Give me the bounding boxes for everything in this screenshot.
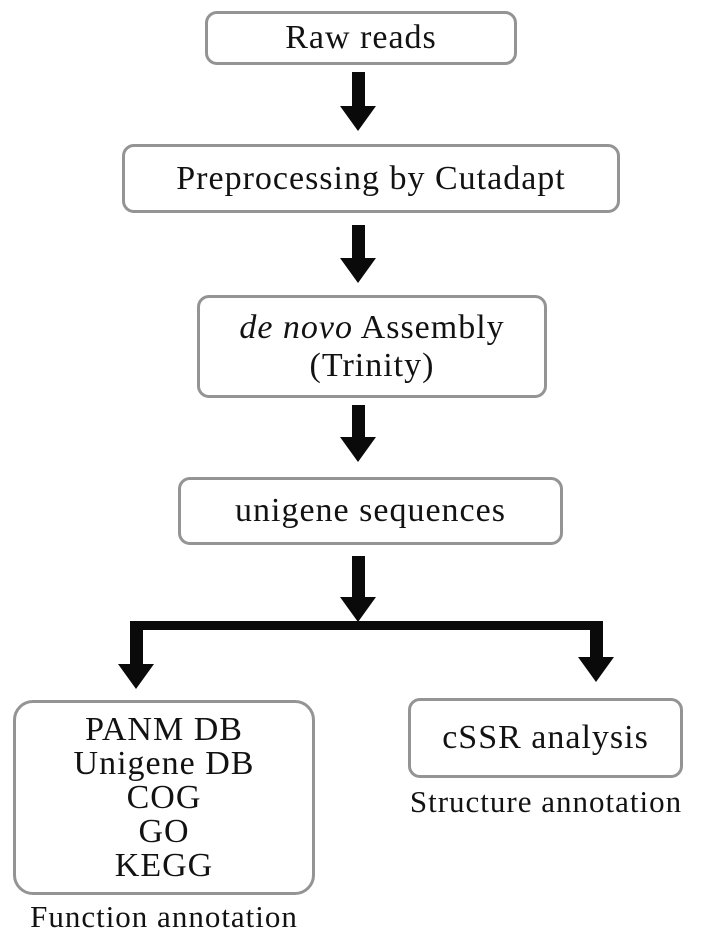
arrow-down-icon (340, 225, 376, 283)
arrow-head (340, 258, 376, 283)
arrow-head (118, 664, 154, 689)
arrow-down-icon (340, 405, 376, 462)
arrow-down-icon (340, 72, 376, 131)
node-preprocessing: Preprocessing by Cutadapt (122, 144, 620, 213)
arrow-shaft (351, 225, 365, 258)
db-line-go: GO (138, 812, 190, 850)
node-cssr-analysis-label: cSSR analysis (442, 719, 649, 757)
db-line-panm: PANM DB (85, 710, 243, 748)
node-assembly-line1-italic: de novo (239, 309, 354, 347)
db-line-unigene: Unigene DB (73, 744, 255, 782)
arrow-head (340, 106, 376, 131)
arrow-down-icon (340, 556, 376, 622)
node-assembly: de novo Assembly (Trinity) (197, 295, 547, 398)
node-assembly-line1: de novo Assembly (239, 309, 504, 346)
node-cssr-analysis: cSSR analysis (408, 698, 683, 778)
arrow-head (340, 437, 376, 462)
node-assembly-line2: (Trinity) (309, 346, 435, 384)
db-line-cog: COG (126, 778, 202, 816)
branch-connector-line (130, 621, 603, 630)
node-function-databases: PANM DB Unigene DB COG GO KEGG (13, 700, 315, 895)
arrow-shaft (129, 622, 143, 664)
node-unigene-sequences-label: unigene sequences (235, 492, 506, 530)
db-line-kegg: KEGG (114, 846, 214, 884)
node-raw-reads: Raw reads (205, 11, 517, 65)
node-preprocessing-label: Preprocessing by Cutadapt (176, 159, 566, 197)
arrow-shaft (351, 72, 365, 106)
arrow-shaft (351, 556, 365, 597)
node-raw-reads-label: Raw reads (285, 19, 437, 57)
arrow-shaft (589, 622, 603, 657)
node-assembly-line1-rest: Assembly (353, 309, 505, 347)
caption-function-annotation: Function annotation (30, 899, 298, 934)
arrow-head (340, 597, 376, 622)
branch-arrow-right-down-icon (578, 622, 614, 682)
node-unigene-sequences: unigene sequences (178, 477, 563, 545)
caption-structure-annotation: Structure annotation (409, 784, 683, 819)
arrow-head (578, 657, 614, 682)
branch-arrow-left-down-icon (118, 622, 154, 689)
arrow-shaft (351, 405, 365, 437)
